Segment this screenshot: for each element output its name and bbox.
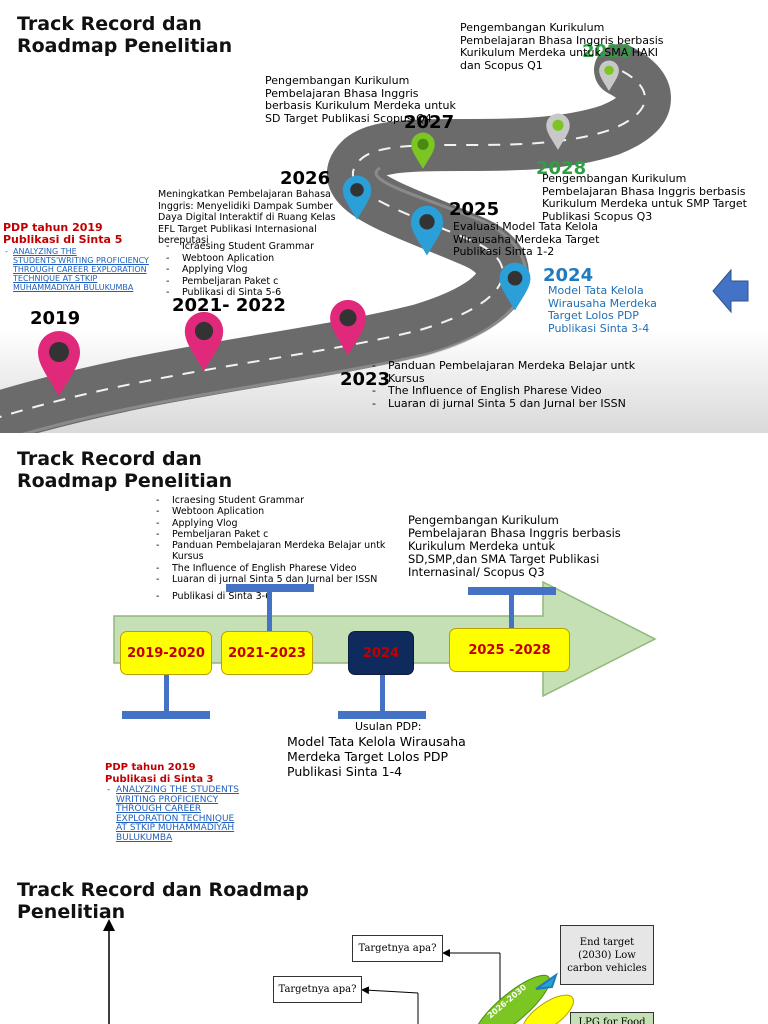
period-box-2025: 2025 -2028 <box>449 628 570 672</box>
note-2029: Pengembangan Kurikulum Pembelajaran Bhas… <box>460 21 664 72</box>
year-2026: 2026 <box>280 168 331 189</box>
slide2-title: Track Record dan Roadmap Penelitian <box>17 448 233 492</box>
slide-roadmap-arrow: Track Record dan Roadmap Penelitian Icra… <box>0 433 768 863</box>
period-box-2024: 2024 <box>348 631 414 675</box>
pdp-line1: PDP tahun 2019 <box>3 221 103 234</box>
slide2-pdp-block: PDP tahun 2019 Publikasi di Sinta 3 ANAL… <box>105 762 240 843</box>
pdp-line2: Publikasi di Sinta 5 <box>3 233 123 246</box>
pin-2019 <box>38 331 80 396</box>
connector-4 <box>509 593 514 631</box>
note-2027: Pengembangan Kurikulum Pembelajaran Bhas… <box>265 74 456 125</box>
note-2021: Icraesing Student Grammar Webtoon Aplica… <box>164 241 334 299</box>
connector-1-bar <box>122 711 210 719</box>
pdp-block: PDP tahun 2019 Publikasi di Sinta 5 ANAL… <box>3 221 153 293</box>
year-2029: 2029 <box>582 41 633 62</box>
note-2028: Pengembangan Kurikulum Pembelajaran Bhas… <box>542 172 747 223</box>
year-2025: 2025 <box>449 199 500 220</box>
period-box-2019: 2019-2020 <box>120 631 212 675</box>
target-box-1: Targetnya apa? <box>352 935 443 962</box>
prev-arrow-icon[interactable] <box>711 268 749 314</box>
connector-1 <box>164 671 169 715</box>
slide2-pdp-line2: Publikasi di Sinta 3 <box>105 774 214 785</box>
connector-4-bar <box>468 587 556 595</box>
pin-2027 <box>411 132 435 169</box>
year-2028: 2028 <box>536 158 587 179</box>
year-2027: 2027 <box>404 112 455 133</box>
slide1-title: Track Record dan Roadmap Penelitian <box>17 13 233 57</box>
period-box-2021: 2021-2023 <box>221 631 313 675</box>
note-2024: Model Tata Kelola Wirausaha Merdeka Targ… <box>548 284 657 335</box>
pdp-paper-link[interactable]: ANALYZING THE STUDENTS'WRITING PROFICIEN… <box>3 247 153 292</box>
year-2024: 2024 <box>543 265 594 286</box>
connector-2 <box>267 589 272 635</box>
pin-2026 <box>342 175 372 220</box>
usulan-text: Model Tata Kelola Wirausaha Merdeka Targ… <box>287 734 466 779</box>
slide-roadmap-road: Track Record dan Roadmap Penelitian PDP … <box>0 0 768 433</box>
slide2-top-list: Icraesing Student Grammar Webtoon Aplica… <box>154 495 394 603</box>
target-box-2: Targetnya apa? <box>273 976 362 1003</box>
pin-2023 <box>330 299 366 356</box>
end-target-box: End target (2030) Low carbon vehicles <box>560 925 654 985</box>
slide2-right-note: Pengembangan Kurikulum Pembelajaran Bhas… <box>408 513 621 579</box>
year-2019: 2019 <box>30 308 81 329</box>
pin-2024 <box>499 262 531 311</box>
pin-2021 <box>184 311 224 372</box>
connector-2-bar <box>226 584 314 592</box>
slide3-arrows <box>103 919 575 1024</box>
slide-roadmap-diagram: Track Record dan Roadmap Penelitian Targ… <box>0 863 768 1024</box>
lpg-box: LPG for Food <box>570 1012 654 1024</box>
pin-2029 <box>599 60 619 92</box>
slide2-pdp-paper-link[interactable]: ANALYZING THE STUDENTS WRITING PROFICIEN… <box>105 785 240 843</box>
slide3-title: Track Record dan Roadmap Penelitian <box>17 879 309 923</box>
note-2023: Panduan Pembelajaran Merdeka Belajar unt… <box>370 359 660 410</box>
usulan-label: Usulan PDP: <box>355 720 422 733</box>
year-2021: 2021- 2022 <box>172 295 286 316</box>
pin-2028 <box>546 113 570 150</box>
pin-2025 <box>410 205 444 256</box>
note-2026: Meningkatkan Pembelajaran Bahasa Inggris… <box>158 189 336 246</box>
connector-3 <box>380 673 385 715</box>
slide2-pdp-line1: PDP tahun 2019 <box>105 762 196 773</box>
note-2025: Evaluasi Model Tata Kelola Wirausaha Mer… <box>453 220 600 258</box>
connector-3-bar <box>338 711 426 719</box>
